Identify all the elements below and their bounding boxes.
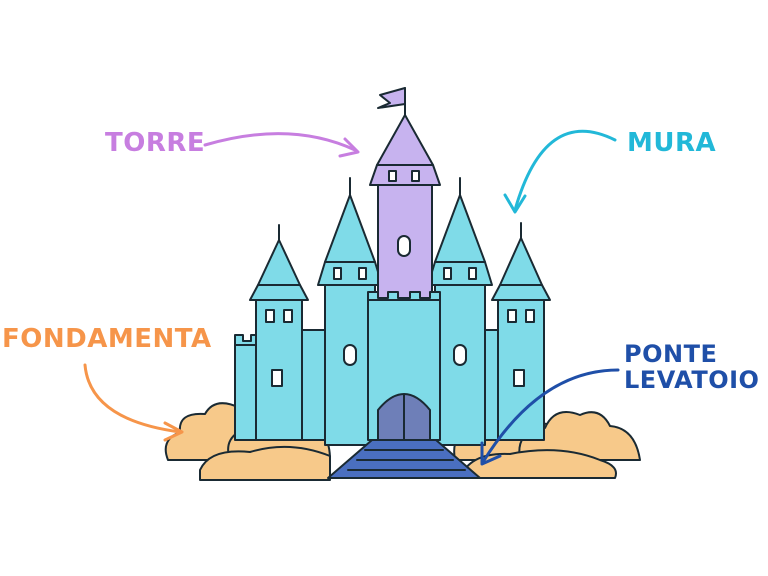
- tower-left-outer: [249, 224, 309, 441]
- tower-left-inner: [317, 177, 383, 446]
- flag-icon: [377, 87, 406, 109]
- tower-right-inner: [427, 177, 493, 446]
- drawbridge-label: PONTE LEVATOIO: [624, 340, 760, 394]
- drawbridge: [327, 439, 481, 479]
- drawbridge-label-line1: PONTE: [624, 340, 718, 368]
- walls-label: MURA: [627, 128, 717, 158]
- tower-label: TORRE: [105, 128, 206, 158]
- tower-right-outer: [491, 222, 551, 441]
- drawbridge-label-line2: LEVATOIO: [624, 365, 760, 394]
- foundation-label: FONDAMENTA: [2, 324, 212, 354]
- central-tower: [369, 87, 441, 301]
- gate-block: [367, 291, 441, 446]
